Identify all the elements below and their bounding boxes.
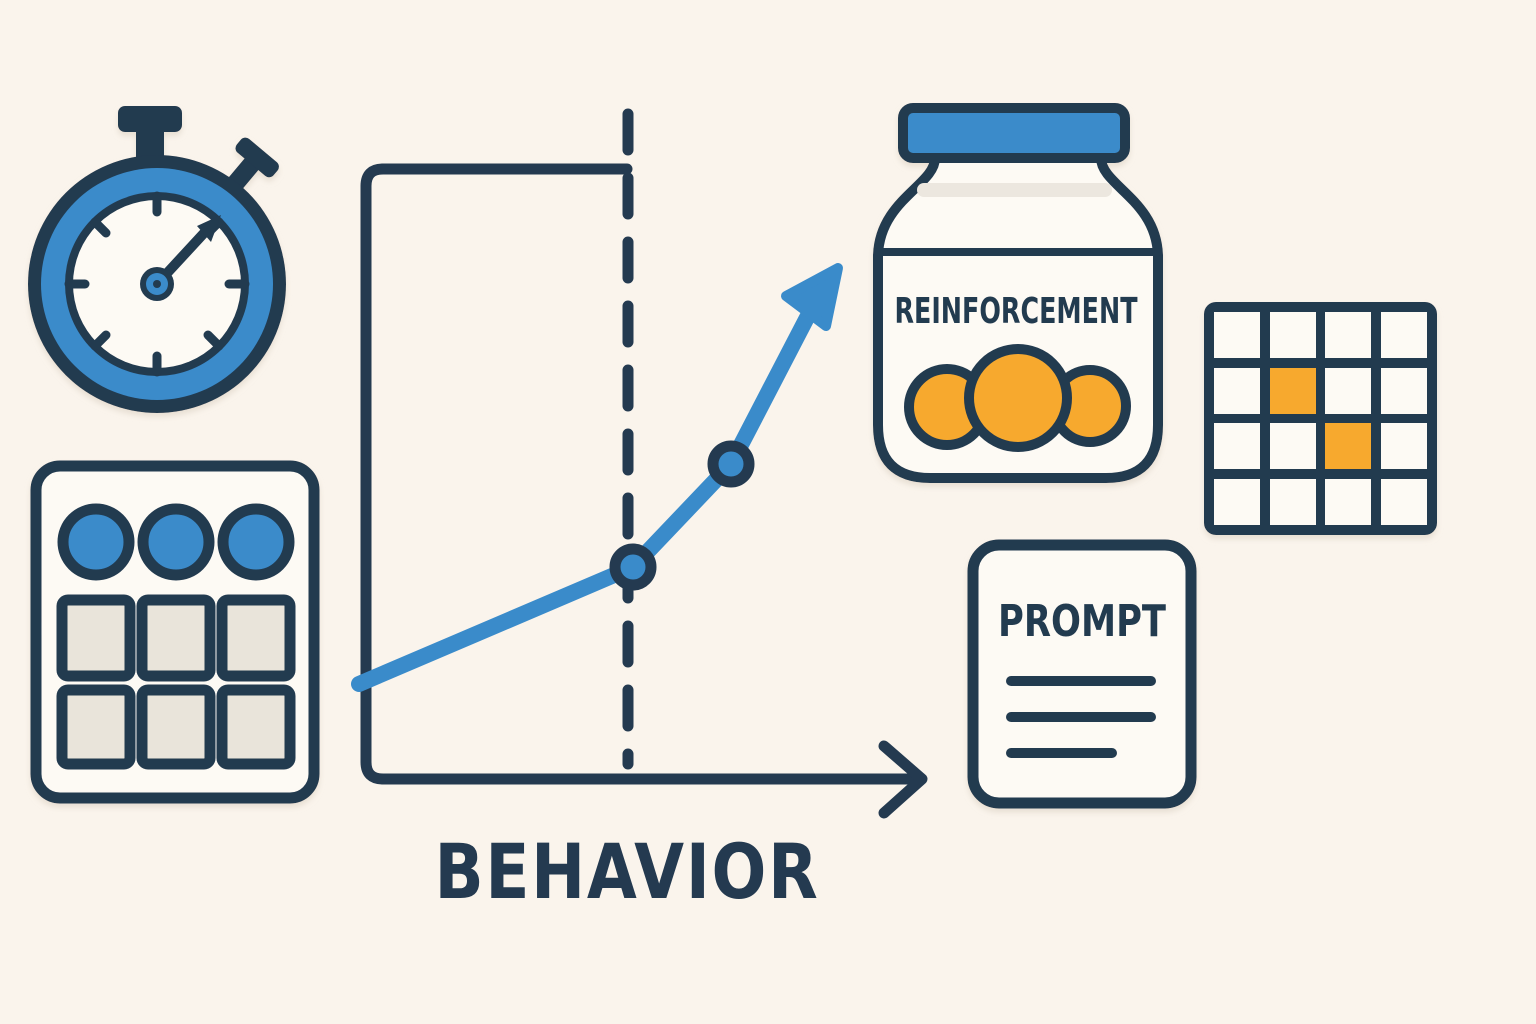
keypad-square [56, 594, 136, 682]
keypad-square [56, 684, 136, 770]
trend-point [609, 543, 657, 591]
keypad-square [136, 594, 216, 682]
keypad-circle [57, 503, 135, 581]
grid-cell [1325, 479, 1371, 525]
grid-cell [1214, 479, 1260, 525]
trend-arrowhead-icon [781, 263, 843, 331]
tick-mark [90, 217, 111, 238]
prompt-text-lines [1006, 676, 1156, 758]
jar-highlight [917, 183, 1112, 197]
keypad-square [216, 594, 296, 682]
grid-cell [1214, 423, 1260, 469]
chart-axes [360, 163, 919, 785]
grid-cell [1270, 479, 1316, 525]
jar-label: REINFORCEMENT [895, 291, 1138, 332]
candy-circle [964, 344, 1072, 452]
keypad-circle [217, 503, 295, 581]
stopwatch-crown-cap [235, 137, 279, 178]
grid-cell [1214, 368, 1260, 414]
behavior-chart: BEHAVIOR [351, 108, 928, 916]
grid-cell [1325, 312, 1371, 358]
stopwatch-hand-tip [197, 215, 221, 242]
grid-cell [1270, 312, 1316, 358]
trend-point [707, 440, 755, 488]
grid-frame [1204, 302, 1437, 535]
keypad-panel-icon [30, 460, 320, 804]
keypad-square [136, 684, 216, 770]
prompt-card-icon: PROMPT [967, 539, 1197, 809]
token-grid-icon [1204, 302, 1437, 535]
keypad-square [216, 684, 296, 770]
behavior-axis-label: BEHAVIOR [435, 827, 820, 916]
grid-cell [1381, 312, 1427, 358]
stopwatch-center-dot [153, 280, 161, 288]
grid-cell [1381, 368, 1427, 414]
grid-cell [1214, 312, 1260, 358]
grid-cell [1381, 423, 1427, 469]
jar-lid [898, 103, 1130, 163]
grid-cell [1381, 479, 1427, 525]
prompt-card [967, 539, 1197, 809]
trend-line [351, 300, 820, 692]
grid-cell [1270, 423, 1316, 469]
reinforcement-jar-icon: REINFORCEMENT [873, 103, 1163, 483]
grid-cell [1270, 368, 1316, 414]
prompt-label: PROMPT [998, 596, 1166, 647]
stopwatch-button [118, 106, 182, 132]
tick-mark [90, 330, 111, 351]
stopwatch-icon [28, 106, 286, 413]
grid-cell [1325, 423, 1371, 469]
x-axis-arrowhead-icon [878, 740, 928, 819]
keypad-circle [137, 503, 215, 581]
grid-cell [1325, 368, 1371, 414]
tick-mark [203, 330, 224, 351]
